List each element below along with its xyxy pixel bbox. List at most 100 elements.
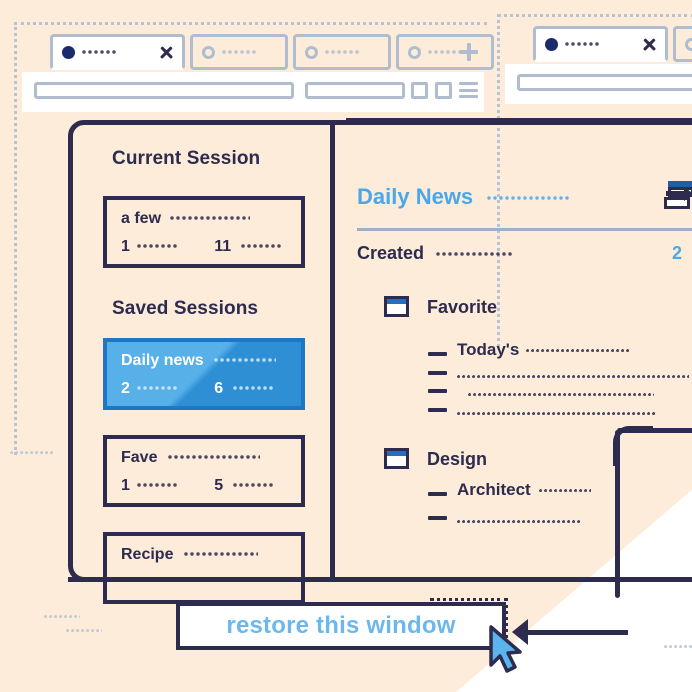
count-b-dots [232,483,275,489]
list-item-dots [457,519,581,524]
callout-arrow-line [518,630,628,635]
callout-dotted-outline [430,598,508,650]
dashed-frame-left [14,22,487,455]
list-item[interactable]: Architect [457,480,592,500]
mouse-pointer-icon [489,625,522,673]
session-card-counts: 2 6 [121,380,275,398]
square-button-icon-2[interactable] [435,82,452,99]
plus-icon[interactable] [460,43,478,61]
tab-label-placeholder [565,41,601,47]
list-item-dots [468,392,654,397]
address-bar-left[interactable] [34,82,294,99]
panel-divider [330,120,335,582]
hollow-dot-icon [305,45,318,59]
session-card-title: Recipe [121,546,258,564]
tab-inactive-2[interactable] [190,34,288,70]
panel-bottom-left-corner [68,577,73,582]
list-item[interactable] [457,511,581,531]
group-label-design: Design [427,449,488,469]
session-card-title: a few [121,210,251,228]
decorative-dots-1 [44,608,80,626]
tab-active-1[interactable] [533,26,668,62]
detail-meta-value: 2 [672,243,683,263]
list-bullet-icon [428,389,447,393]
decorative-dots-3 [664,638,692,656]
decorative-dots-2 [66,622,102,640]
tab-label-placeholder [222,49,258,55]
list-item[interactable] [457,403,657,423]
count-b-dots [232,386,275,392]
session-card-counts: 1 5 [121,477,275,495]
window-icon [384,448,409,469]
count-a-dots [137,244,180,250]
tab-active-1[interactable] [50,34,185,70]
session-card-counts: 1 11 [121,238,283,256]
count-a-dots [137,386,180,392]
title-placeholder-dots [167,455,260,461]
toolbar-1 [22,72,484,112]
group-label-favorite: Favorite [427,297,498,317]
sidebar-heading-saved-sessions: Saved Sessions [112,298,259,319]
close-icon[interactable] [160,46,173,59]
ghost-panel-left-edge [615,430,620,598]
session-card-fave[interactable]: Fave 1 5 [103,435,305,507]
session-card-daily-news[interactable]: Daily news 2 6 [103,338,305,410]
hollow-dot-icon [202,45,215,59]
session-card-title: Daily news [121,352,277,370]
background-browser-window-2[interactable] [505,20,692,104]
tab-label-placeholder [428,49,464,55]
tab-inactive-4[interactable] [396,34,494,70]
window-icon [384,296,409,317]
close-icon[interactable] [643,38,656,51]
session-card-recipe[interactable]: Recipe [103,532,305,604]
restore-window-icon[interactable] [664,180,692,214]
hollow-dot-icon [408,45,421,59]
dashed-frame-right [497,14,692,347]
list-bullet-icon [428,371,447,375]
list-bullet-icon [428,492,447,496]
arrow-left-icon [512,619,528,645]
square-button-icon-1[interactable] [411,82,428,99]
address-bar[interactable] [517,74,692,91]
address-bar-right[interactable] [305,82,405,99]
panel-bottom-edge [68,577,692,582]
ghost-panel-top-edge [617,428,692,433]
title-placeholder-dots [183,552,258,558]
detail-meta-label: Created [357,243,515,264]
count-b-dots [240,244,283,250]
list-item-dots [457,374,689,379]
toolbar-2 [505,64,692,104]
list-item[interactable]: Today's [457,340,631,360]
list-bullet-icon [428,516,447,520]
list-item[interactable] [468,384,654,404]
detail-title-row: Daily News [357,184,572,210]
tab-label-placeholder [82,49,118,55]
filled-dot-icon [545,37,558,51]
filled-dot-icon [62,45,75,59]
list-item-dots [539,488,592,493]
detail-separator [357,228,692,231]
meta-label-dots [436,251,515,257]
session-card-current[interactable]: a few 1 11 [103,196,305,268]
sidebar-heading-current-session: Current Session [112,148,261,169]
hamburger-menu-icon[interactable] [459,82,478,99]
tab-strip-1 [22,28,494,72]
list-item-dots [457,411,657,416]
list-item[interactable] [457,366,689,386]
list-bullet-icon [428,352,447,356]
tab-label-placeholder [325,49,361,55]
list-item-dots [526,348,631,353]
tab-inactive-3[interactable] [293,34,391,70]
list-bullet-icon [428,408,447,412]
title-placeholder-dots [214,358,277,364]
session-card-title: Fave [121,449,260,467]
count-a-dots [137,483,180,489]
detail-title-dots [487,195,572,201]
restore-this-window-button[interactable]: restore this window [176,602,506,650]
background-browser-window-1[interactable] [22,28,494,112]
decorative-dots-4 [10,444,54,462]
tab-strip-2 [505,20,692,64]
tab-inactive-2[interactable] [673,26,692,62]
hollow-dot-icon [685,37,692,51]
